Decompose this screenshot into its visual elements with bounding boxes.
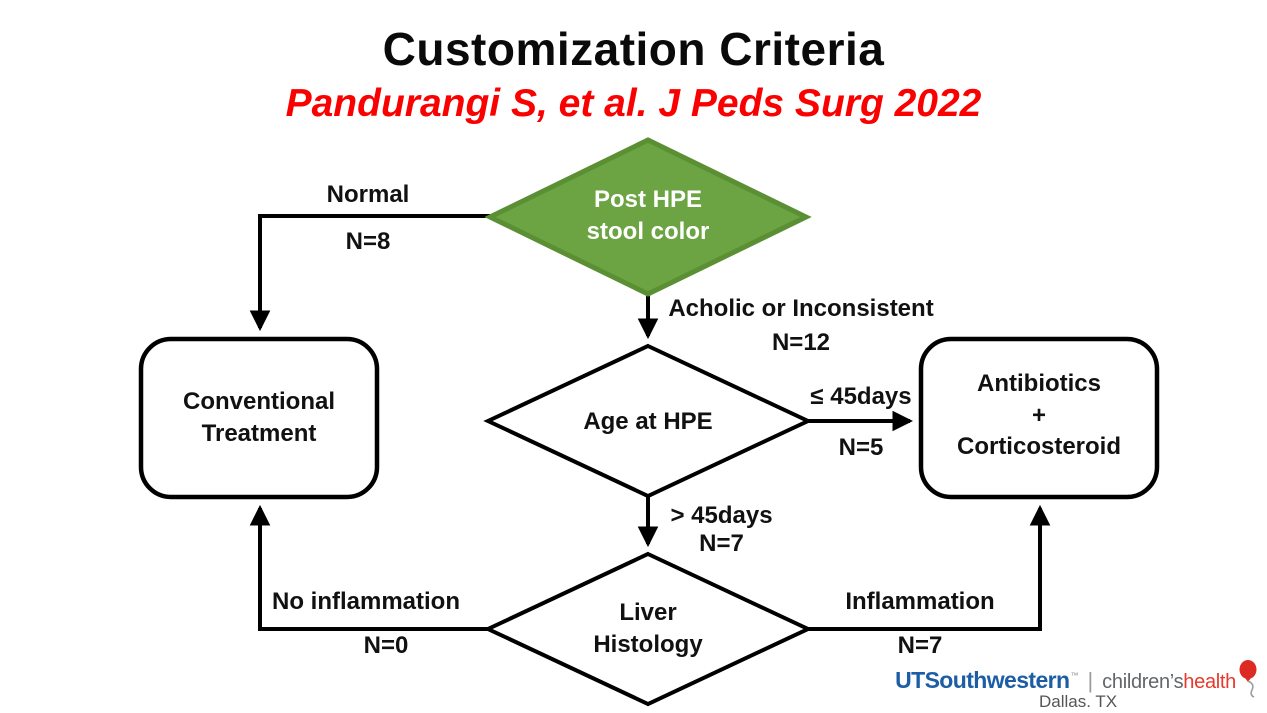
node-post-hpe-stool-color-diamond	[484, 137, 812, 297]
node-conventional-treatment-label: Conventional Treatment	[182, 388, 335, 447]
childrens-text: children’s	[1102, 671, 1184, 693]
node-post-hpe-stool-color-label: Post HPE stool color	[586, 186, 710, 245]
edge-no-inflammation-label: No inflammation	[271, 588, 460, 615]
node-age-at-hpe-label: Age at HPE	[583, 408, 713, 435]
page-title: Customization Criteria	[382, 23, 885, 75]
edge-inflammation-line	[806, 504, 1051, 631]
edge-le45days-count: N=5	[838, 434, 884, 461]
health-text: health	[1183, 671, 1236, 693]
node-antibiotics-corticosteroid-label: Antibiotics + Corticosteroid	[956, 370, 1121, 461]
node-liver-histology-label: Liver Histology	[593, 599, 703, 658]
node-conventional-treatment-box	[138, 336, 380, 500]
logo-divider: |	[1087, 668, 1094, 693]
edge-no-inflammation-line	[249, 504, 490, 631]
childrens-health-logo: children’shealth	[1102, 671, 1236, 694]
node-liver-histology-diamond	[483, 551, 813, 707]
footer-location: Dallas. TX	[1039, 692, 1118, 711]
edge-le45days-label: ≤ 45days	[810, 383, 912, 410]
edge-inflammation-label: Inflammation	[845, 588, 995, 615]
trademark-symbol: ™	[1070, 671, 1079, 680]
balloon-icon	[1239, 660, 1257, 698]
edge-gt45days-count: N=7	[699, 530, 744, 557]
edge-inflammation-count: N=7	[897, 632, 943, 659]
citation-subtitle: Pandurangi S, et al. J Peds Surg 2022	[285, 82, 982, 125]
edge-acholic-label: Acholic or Inconsistent	[668, 295, 934, 322]
utsouthwestern-logo: UTSouthwestern	[895, 667, 1070, 693]
edge-gt45days-label: > 45days	[670, 502, 773, 529]
edge-normal-label: Normal	[326, 181, 410, 208]
node-age-at-hpe-diamond	[483, 343, 813, 499]
node-antibiotics-corticosteroid-box	[918, 336, 1160, 500]
edge-normal-count: N=8	[345, 228, 391, 255]
edge-acholic-count: N=12	[771, 329, 831, 356]
edge-normal-line	[249, 214, 490, 332]
edge-no-inflammation-count: N=0	[363, 632, 409, 659]
